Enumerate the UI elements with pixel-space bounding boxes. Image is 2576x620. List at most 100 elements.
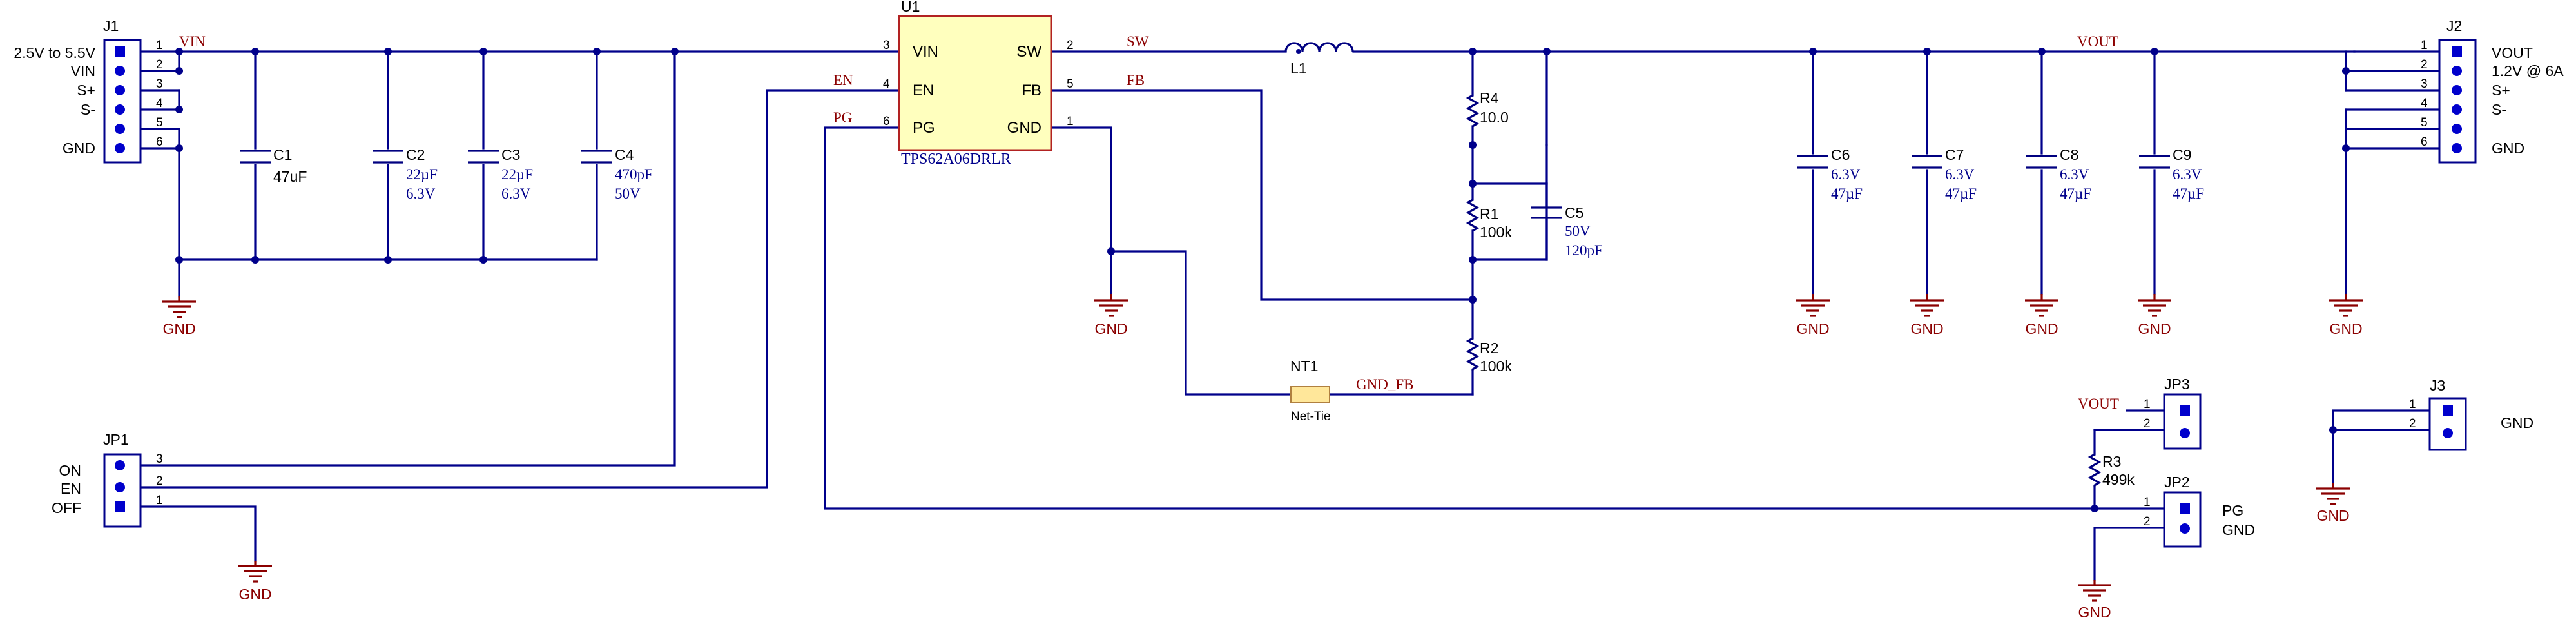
capacitor-c5[interactable]: C5 50V 120pF: [1531, 182, 1603, 261]
j2-pin-3: 3: [2421, 77, 2428, 91]
ground-label-c9: GND: [2138, 320, 2171, 337]
capacitor-c1[interactable]: C1 47uF: [240, 146, 307, 185]
c9-voltage: 6.3V: [2173, 166, 2202, 182]
c8-voltage: 6.3V: [2060, 166, 2089, 182]
connector-j3[interactable]: J3 1 2 GND: [2409, 377, 2533, 451]
net-label-vout-jp3: VOUT: [2078, 396, 2119, 412]
u1-part-number: TPS62A06DRLR: [901, 151, 1011, 168]
jp1-pin-2: 2: [156, 474, 163, 488]
capacitor-c2[interactable]: C2 22µF 6.3V: [373, 146, 438, 202]
j2-label-gnd: GND: [2492, 140, 2524, 157]
resistor-r3[interactable]: R3 499k: [2087, 453, 2135, 488]
c5-voltage: 50V: [1565, 223, 1591, 239]
junction-dots: [175, 48, 2350, 512]
inductor-l1[interactable]: L1: [1284, 42, 1354, 77]
j1-label-sense-minus: S-: [81, 101, 95, 118]
net-label-fb: FB: [1127, 72, 1145, 88]
net-label-vout: VOUT: [2077, 34, 2118, 50]
c5-value: 120pF: [1565, 242, 1603, 258]
j2-label-sense-minus: S-: [2492, 101, 2506, 118]
jumper-jp3[interactable]: JP3 1 2: [2144, 376, 2202, 450]
c3-ref: C3: [501, 146, 520, 163]
ground-symbol-c9: GND: [2138, 294, 2171, 337]
r2-ref: R2: [1480, 340, 1498, 356]
resistor-r1[interactable]: R1 100k: [1466, 199, 1512, 240]
jp3-ref: JP3: [2164, 376, 2190, 392]
j1-ref: J1: [103, 17, 119, 34]
connector-j1[interactable]: J1 1 2 3 4 5 6 2.5V to 5.5V VIN S+ S- GN…: [14, 17, 163, 164]
ground-symbol-jp2: GND: [2078, 580, 2111, 620]
c6-value: 47µF: [1831, 186, 1863, 202]
jp3-pin-1: 1: [2144, 398, 2151, 411]
jumper-jp2[interactable]: JP2 1 2 PG GND: [2144, 474, 2255, 548]
u1-ref: U1: [901, 0, 920, 15]
nt1-label: Net-Tie: [1291, 410, 1331, 423]
ground-symbol-u1: GND: [1094, 294, 1128, 337]
c4-voltage: 50V: [615, 186, 641, 202]
j1-pin-4: 4: [156, 97, 163, 110]
ground-symbol-c7: GND: [1910, 294, 1944, 337]
j1-pin-5: 5: [156, 116, 163, 130]
ground-label-u1: GND: [1094, 320, 1127, 337]
c3-value: 22µF: [501, 166, 533, 182]
jp3-pin-2: 2: [2144, 417, 2151, 431]
j1-pin-1: 1: [156, 39, 163, 52]
ground-symbol-jp1: GND: [238, 561, 272, 603]
jp1-pin-3: 3: [156, 452, 163, 466]
ground-label-jp2: GND: [2078, 604, 2111, 620]
capacitor-c4[interactable]: C4 470pF 50V: [581, 146, 653, 202]
jp2-label-pg: PG: [2222, 502, 2243, 519]
j3-pin-1: 1: [2409, 398, 2416, 411]
ic-u1[interactable]: U1 TPS62A06DRLR VIN EN PG SW FB GND 3 4 …: [883, 0, 1074, 168]
c4-ref: C4: [615, 146, 634, 163]
jp1-ref: JP1: [103, 431, 129, 448]
j1-label-range: 2.5V to 5.5V: [14, 44, 95, 61]
u1-pin-en: EN: [913, 82, 934, 99]
u1-pin-pg: PG: [913, 119, 935, 137]
j3-pin-2: 2: [2409, 417, 2416, 431]
r1-value: 100k: [1480, 224, 1512, 240]
j2-label-rating: 1.2V @ 6A: [2492, 63, 2564, 79]
c1-value: 47uF: [273, 168, 307, 185]
jp1-label-en: EN: [61, 480, 81, 497]
capacitor-c3[interactable]: C3 22µF 6.3V: [468, 146, 533, 202]
jumper-jp1[interactable]: JP1 3 2 1 ON EN OFF: [52, 431, 163, 528]
j2-pin-4: 4: [2421, 97, 2428, 110]
j3-label-gnd: GND: [2501, 414, 2533, 431]
c9-value: 47µF: [2173, 186, 2204, 202]
u1-pin-number-gnd: 1: [1067, 115, 1074, 128]
capacitor-c8[interactable]: C8 6.3V 47µF: [2026, 146, 2091, 202]
nettie-nt1[interactable]: NT1 Net-Tie: [1290, 358, 1331, 423]
ground-label-j2: GND: [2329, 320, 2362, 337]
jp1-pin-1: 1: [156, 494, 163, 507]
u1-pin-number-fb: 5: [1067, 77, 1074, 91]
capacitor-c6[interactable]: C6 6.3V 47µF: [1797, 146, 1863, 202]
j2-ref: J2: [2446, 17, 2462, 34]
capacitor-c7[interactable]: C7 6.3V 47µF: [1912, 146, 1977, 202]
resistor-r4[interactable]: R4 10.0: [1466, 90, 1509, 128]
ground-symbol-j3: GND: [2316, 483, 2350, 524]
jp1-label-on: ON: [59, 462, 82, 479]
j2-pin-2: 2: [2421, 58, 2428, 72]
r4-value: 10.0: [1480, 109, 1509, 126]
c3-voltage: 6.3V: [501, 186, 531, 202]
c6-voltage: 6.3V: [1831, 166, 1861, 182]
j2-label-sense-plus: S+: [2492, 82, 2510, 99]
j2-pin-1: 1: [2421, 39, 2428, 52]
c2-voltage: 6.3V: [406, 186, 436, 202]
u1-pin-sw: SW: [1016, 43, 1041, 61]
jp2-label-gnd: GND: [2222, 521, 2255, 538]
ground-label-c8: GND: [2025, 320, 2058, 337]
jp2-pin-2: 2: [2144, 515, 2151, 528]
net-label-vin: VIN: [179, 34, 206, 50]
ground-label-j1: GND: [162, 320, 195, 337]
c6-ref: C6: [1831, 146, 1850, 163]
j3-ref: J3: [2430, 377, 2445, 394]
ground-label-c7: GND: [1910, 320, 1943, 337]
r1-ref: R1: [1480, 206, 1498, 222]
capacitor-c9[interactable]: C9 6.3V 47µF: [2139, 146, 2204, 202]
connector-j2[interactable]: J2 1 2 3 4 5 6 VOUT 1.2V @ 6A S+ S- GND: [2421, 17, 2564, 164]
resistor-r2[interactable]: R2 100k: [1466, 337, 1512, 374]
c7-value: 47µF: [1945, 186, 1977, 202]
